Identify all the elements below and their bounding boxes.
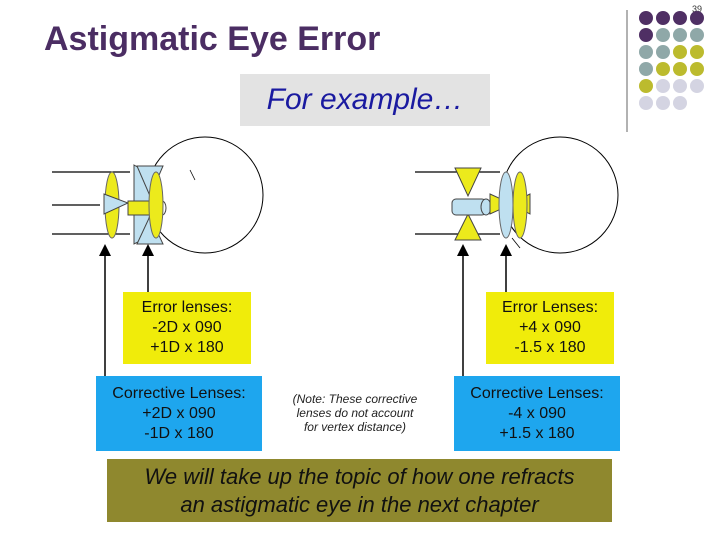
left-error-line-2: -2D x 090 — [152, 319, 222, 336]
left-bowtie-lens-horizontal — [103, 193, 130, 215]
right-yellow-bowtie-upper — [454, 167, 482, 198]
right-corrective-line-3: +1.5 x 180 — [499, 424, 575, 442]
decorative-dot — [639, 62, 653, 76]
left-corrective-line-3: -1D x 180 — [144, 424, 214, 442]
note-line-1: (Note: These corrective — [292, 392, 418, 406]
right-blue-lens-eye — [498, 171, 514, 239]
left-error-lenses-label: Error lenses: -2D x 090 +1D x 180 — [123, 292, 251, 364]
right-yellow-bowtie-lower — [454, 212, 482, 241]
left-corrective-lenses-label: Corrective Lenses: +2D x 090 -1D x 180 — [96, 376, 262, 451]
right-eye-diagram — [415, 136, 619, 376]
right-error-line-3: -1.5 x 180 — [514, 339, 586, 356]
decorative-dot — [656, 11, 670, 25]
left-eyeball — [146, 136, 264, 254]
right-corrective-line-2: -4 x 090 — [508, 404, 566, 422]
left-error-line-3: +1D x 180 — [150, 339, 224, 356]
decorative-dot — [673, 28, 687, 42]
vertex-distance-note: (Note: These corrective lenses do not ac… — [280, 388, 430, 438]
decorative-dot — [656, 45, 670, 59]
left-yellow-lens-eye — [148, 171, 164, 239]
right-yellow-lens-eye — [512, 171, 528, 239]
left-focus-line — [189, 169, 196, 181]
next-chapter-callout: We will take up the topic of how one ref… — [107, 459, 612, 522]
decorative-dot — [656, 96, 670, 110]
right-error-lenses-label: Error Lenses: +4 x 090 -1.5 x 180 — [486, 292, 614, 364]
right-focus-line — [511, 237, 521, 249]
decorative-dot — [639, 28, 653, 42]
slide-number: 39 — [692, 4, 703, 14]
decorative-dot — [690, 79, 704, 93]
right-corrective-line-1: Corrective Lenses: — [470, 384, 604, 402]
decorative-dot — [690, 62, 704, 76]
example-label: For example… — [240, 74, 490, 126]
note-line-2: lenses do not account — [296, 406, 414, 420]
decorative-dot — [639, 11, 653, 25]
decorative-dot — [639, 45, 653, 59]
right-error-line-1: Error Lenses: — [501, 299, 599, 316]
decorative-dot — [656, 62, 670, 76]
example-text: For example… — [266, 83, 464, 116]
left-corrective-line-1: Corrective Lenses: — [112, 384, 246, 402]
right-error-line-2: +4 x 090 — [519, 319, 581, 336]
decorative-dot — [656, 79, 670, 93]
left-error-line-1: Error lenses: — [141, 299, 233, 316]
callout-line-2: an astigmatic eye in the next chapter — [180, 491, 539, 517]
decorative-dot — [639, 79, 653, 93]
note-line-3: for vertex distance) — [303, 420, 407, 434]
left-eye-diagram — [52, 136, 264, 376]
slide-title: Astigmatic Eye Error — [44, 20, 381, 58]
decorative-dot — [673, 96, 687, 110]
decorative-dot — [690, 28, 704, 42]
decorative-dot — [673, 45, 687, 59]
decorative-dot — [673, 11, 687, 25]
right-corrective-lenses-label: Corrective Lenses: -4 x 090 +1.5 x 180 — [454, 376, 620, 451]
decorative-dot — [639, 96, 653, 110]
decorative-dot — [690, 45, 704, 59]
decorative-dot — [656, 28, 670, 42]
left-corrective-line-2: +2D x 090 — [142, 404, 216, 422]
callout-line-1: We will take up the topic of how one ref… — [144, 463, 575, 489]
decorative-dot-grid — [639, 11, 704, 110]
decorative-dot — [673, 62, 687, 76]
decorative-dot — [690, 11, 704, 25]
decorative-dot — [673, 79, 687, 93]
